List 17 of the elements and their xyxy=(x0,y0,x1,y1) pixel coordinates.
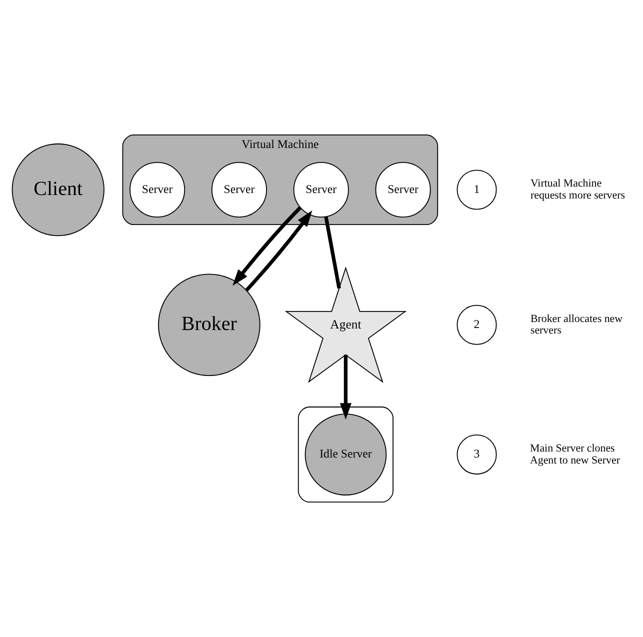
node-label: Virtual Machine requests more servers xyxy=(530,178,625,202)
node-circle: Client xyxy=(12,143,104,236)
arrow xyxy=(245,210,312,292)
node-circle: 1 xyxy=(456,170,497,210)
node-circle: Server xyxy=(375,162,431,218)
node-circle: Server xyxy=(293,162,349,218)
node-circle: Broker xyxy=(158,274,260,376)
node-circle: Server xyxy=(130,162,186,218)
arrow xyxy=(232,206,302,286)
cluster xyxy=(298,406,394,503)
node-circle: 3 xyxy=(456,434,497,475)
node-label: Main Server clones Agent to new Server xyxy=(530,442,620,466)
node-circle: 2 xyxy=(456,304,497,345)
connector xyxy=(324,216,341,289)
node-circle: Server xyxy=(211,162,267,218)
node-label: Broker allocates new servers xyxy=(530,312,623,337)
node-circle: Idle Server xyxy=(304,414,387,496)
